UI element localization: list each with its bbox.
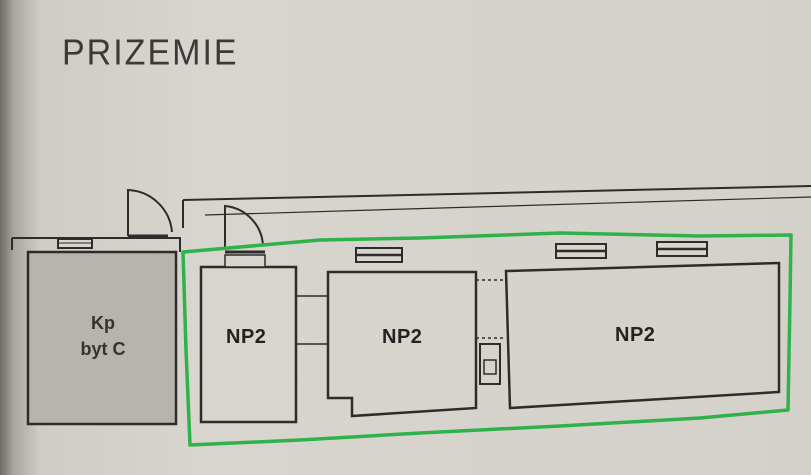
highlight-outline [181, 231, 793, 447]
room-kp-label: Kp byt C [48, 310, 158, 362]
room-np2-c-outline [504, 261, 781, 410]
room-kp-label-line2: byt C [80, 339, 126, 359]
room-np2-a-label: NP2 [226, 326, 267, 348]
outer-wall-inner-top [204, 196, 811, 216]
door-swing-2 [224, 204, 264, 250]
room-np2-b-label: NP2 [382, 326, 423, 348]
corridor-ab [295, 295, 329, 345]
small-niche [479, 343, 501, 385]
room-np2-c-label: NP2 [615, 324, 656, 346]
room-kp-outline [26, 250, 178, 426]
room-kp-label-line1: Kp [91, 313, 115, 333]
outer-wall-top [182, 185, 811, 201]
room-np2-b-outline [326, 270, 478, 418]
door-swing-1 [127, 188, 173, 236]
corridor-bc [476, 279, 506, 339]
wall-segment [12, 237, 181, 252]
floor-title: PRIZEMIE [62, 33, 239, 73]
